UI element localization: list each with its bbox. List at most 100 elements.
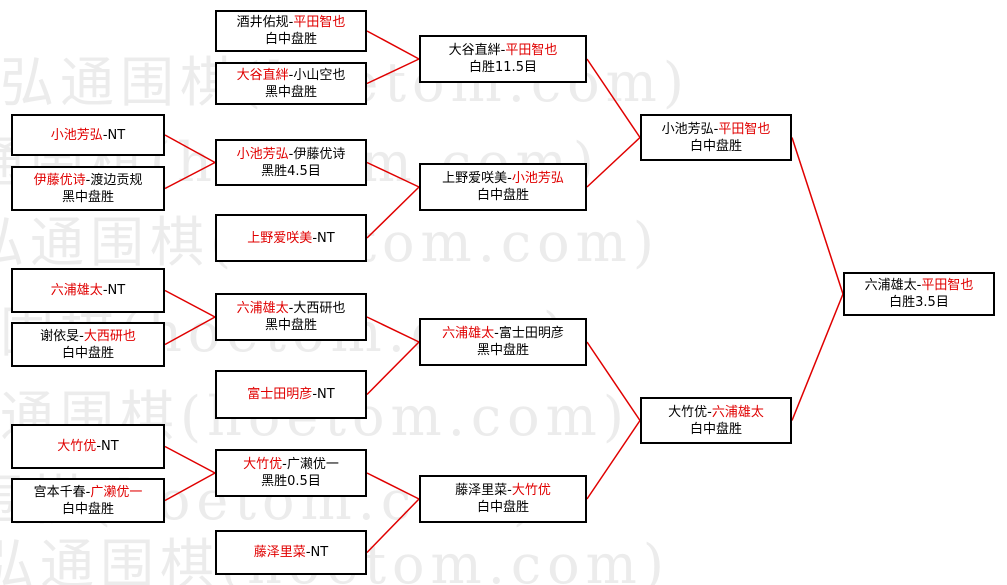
player-two: 六浦雄太 <box>711 404 764 420</box>
vs-separator: - <box>85 172 91 188</box>
vs-separator: - <box>288 301 294 316</box>
match-result: 白中盘胜 <box>61 345 114 361</box>
connector-line <box>586 420 641 500</box>
match-players: 藤泽里菜-大竹优 <box>455 482 551 499</box>
connector-line <box>586 136 641 188</box>
vs-separator: - <box>312 387 318 402</box>
match-players: 谢依旻-大西研也 <box>40 328 136 345</box>
match-players: 酒井佑规-平田智也 <box>237 14 346 31</box>
vs-separator: - <box>102 283 108 298</box>
connector-line <box>366 161 420 188</box>
player-one: 富士田明彦 <box>247 387 313 402</box>
match-result: 白中盘胜 <box>689 138 742 154</box>
match-box-r4a: 小池芳弘-平田智也白中盘胜 <box>640 114 792 161</box>
player-one: 大竹优 <box>57 439 97 454</box>
connector-line <box>366 30 420 60</box>
connector-line <box>791 137 844 295</box>
vs-separator: - <box>494 326 499 341</box>
vs-separator: - <box>79 328 84 344</box>
match-result: 白中盘胜 <box>689 421 742 437</box>
connector-line <box>366 186 420 239</box>
match-box-r2c: 六浦雄太-大西研也黑中盘胜 <box>215 293 367 341</box>
player-two: 大西研也 <box>83 328 136 344</box>
player-two: 大竹优 <box>511 483 551 498</box>
connector-line <box>791 293 844 421</box>
player-two: 平田智也 <box>921 278 974 293</box>
player-two: NT <box>310 545 329 560</box>
vs-separator: - <box>707 404 712 420</box>
vs-separator: - <box>288 15 294 30</box>
player-two: 大西研也 <box>293 301 346 316</box>
player-one: 小池芳弘 <box>236 146 289 162</box>
match-players: 藤泽里菜-NT <box>254 544 328 561</box>
player-one: 六浦雄太 <box>864 278 917 293</box>
player-two: 伊藤优诗 <box>293 146 346 162</box>
player-one: 上野爱咲美 <box>442 171 508 186</box>
connector-line <box>164 289 216 318</box>
match-box-r2a: 小池芳弘-伊藤优诗黑胜4.5目 <box>215 139 367 186</box>
match-result: 黑胜4.5目 <box>261 163 321 179</box>
player-one: 宫本千春 <box>33 484 86 500</box>
player-two: 平田智也 <box>505 43 558 58</box>
player-two: 富士田明彦 <box>498 326 564 341</box>
connector-line <box>586 58 641 138</box>
player-two: 广濑优一 <box>90 484 143 500</box>
match-players: 大谷直絆-小山空也 <box>237 67 346 84</box>
match-box-r3d: 藤泽里菜-大竹优白中盘胜 <box>419 475 587 523</box>
match-result: 黑中盘胜 <box>264 318 317 333</box>
connector-line <box>164 316 216 346</box>
match-players: 六浦雄太-大西研也 <box>237 300 346 317</box>
connector-line <box>366 58 420 85</box>
vs-separator: - <box>282 457 287 472</box>
player-two: NT <box>317 387 335 402</box>
vs-separator: - <box>916 278 922 293</box>
vs-separator: - <box>96 439 102 454</box>
match-box-r2d: 富士田明彦-NT <box>215 370 367 419</box>
player-one: 藤泽里菜 <box>253 545 306 560</box>
player-two: NT <box>107 127 126 143</box>
match-box-r4b: 大竹优-六浦雄太白中盘胜 <box>640 397 792 444</box>
vs-separator: - <box>507 171 512 186</box>
match-players: 伊藤优诗-渡边贡规 <box>34 172 143 189</box>
player-one: 小池芳弘 <box>50 127 103 143</box>
player-two: 平田智也 <box>718 121 771 137</box>
vs-separator: - <box>288 146 294 162</box>
match-players: 小池芳弘-平田智也 <box>662 121 771 138</box>
match-box-r3c: 六浦雄太-富士田明彦黑中盘胜 <box>419 318 587 366</box>
player-one: 上野爱咲美 <box>247 230 313 246</box>
match-result: 白中盘胜 <box>476 188 529 203</box>
match-result: 黑中盘胜 <box>476 343 529 358</box>
match-players: 宫本千春-广濑优一 <box>34 484 143 501</box>
match-players: 小池芳弘-伊藤优诗 <box>237 146 346 163</box>
player-two: NT <box>101 439 119 454</box>
vs-separator: - <box>507 483 512 498</box>
player-one: 六浦雄太 <box>236 301 289 316</box>
match-box-r2f: 藤泽里菜-NT <box>215 530 367 575</box>
player-one: 六浦雄太 <box>50 283 103 298</box>
match-result: 白中盘胜 <box>61 501 114 517</box>
player-two: NT <box>317 230 335 246</box>
match-players: 大竹优-NT <box>57 438 118 455</box>
player-two: 渡边贡规 <box>90 172 143 188</box>
player-one: 大竹优 <box>668 404 708 420</box>
match-box-r2b: 上野爱咲美-NT <box>215 214 367 262</box>
match-result: 黑胜0.5目 <box>261 474 321 489</box>
vs-separator: - <box>85 484 91 500</box>
match-players: 富士田明彦-NT <box>247 386 334 403</box>
match-box-r3a: 大谷直絆-平田智也白胜11.5目 <box>419 35 587 83</box>
match-result: 白胜3.5目 <box>889 295 949 310</box>
player-two: 广濑优一 <box>286 457 339 472</box>
match-box-r1f: 谢依旻-大西研也白中盘胜 <box>11 322 165 367</box>
connector-line <box>366 472 420 500</box>
vs-separator: - <box>288 67 294 83</box>
player-one: 藤泽里菜 <box>455 483 508 498</box>
match-players: 上野爱咲美-NT <box>247 230 334 247</box>
vs-separator: - <box>500 43 506 58</box>
connector-line <box>586 341 641 421</box>
match-players: 六浦雄太-NT <box>51 282 125 299</box>
player-two: 小池芳弘 <box>511 171 564 186</box>
match-players: 大竹优-广濑优一 <box>243 456 339 473</box>
match-box-r1e: 六浦雄太-NT <box>11 268 165 313</box>
player-one: 大谷直絆 <box>236 67 289 83</box>
match-result: 黑中盘胜 <box>264 84 317 100</box>
